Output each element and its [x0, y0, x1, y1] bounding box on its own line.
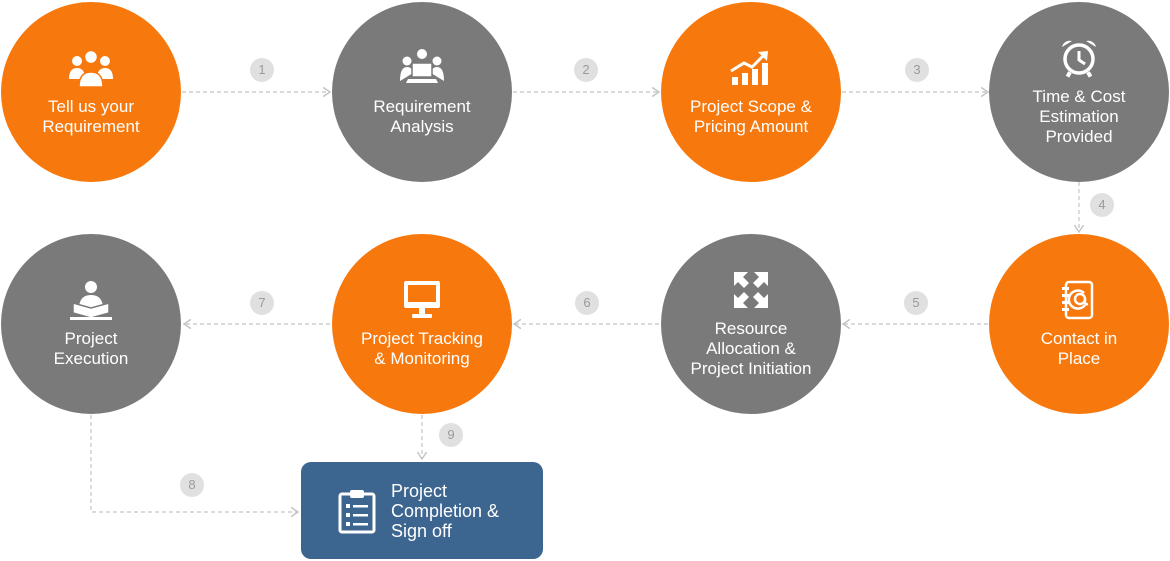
connector-badge-2: 2	[574, 58, 598, 82]
connector-badge-1: 1	[250, 58, 274, 82]
people-group-icon	[69, 49, 113, 88]
connector-8	[90, 415, 298, 512]
alarm-clock-icon	[1062, 40, 1096, 78]
step-requirement-analysis: Requirement Analysis	[332, 2, 512, 182]
connector-badge-9: 9	[439, 423, 463, 447]
step-label: Resource Allocation & Project Initiation	[690, 319, 812, 378]
connector-badge-8: 8	[180, 473, 204, 497]
connector-badge-4: 4	[1090, 193, 1114, 217]
expand-arrows-icon	[734, 272, 768, 308]
growth-chart-icon	[730, 51, 768, 85]
step-label: Requirement Analysis	[373, 97, 471, 136]
step-label: Project Scope & Pricing Amount	[690, 97, 812, 136]
step-label: Project Execution	[53, 329, 129, 368]
contact-book-icon	[1062, 280, 1094, 320]
connector-badge-5: 5	[904, 291, 928, 315]
person-reading-icon	[70, 281, 112, 320]
step-project-tracking: Project Tracking & Monitoring	[332, 234, 512, 414]
step-label: Contact in Place	[1040, 329, 1118, 368]
step-project-completion: Project Completion & Sign off	[301, 462, 543, 559]
step-contact-in-place: Contact in Place	[989, 234, 1169, 414]
connector-badge-6: 6	[575, 291, 599, 315]
clipboard-checklist-icon	[338, 489, 376, 533]
step-label: Tell us your Requirement	[42, 97, 140, 136]
step-resource-allocation: Resource Allocation & Project Initiation	[661, 234, 841, 414]
step-tell-requirement: Tell us your Requirement	[1, 2, 181, 182]
step-time-cost: Time & Cost Estimation Provided	[989, 2, 1169, 182]
meeting-laptop-icon	[400, 49, 444, 83]
step-label: Project Tracking & Monitoring	[361, 329, 483, 368]
connector-badge-3: 3	[905, 58, 929, 82]
monitor-icon	[404, 281, 440, 318]
step-project-execution: Project Execution	[1, 234, 181, 414]
final-step-label: Project Completion & Sign off	[391, 480, 500, 541]
step-label: Time & Cost Estimation Provided	[1032, 87, 1126, 146]
connector-badge-7: 7	[250, 291, 274, 315]
step-project-scope: Project Scope & Pricing Amount	[661, 2, 841, 182]
